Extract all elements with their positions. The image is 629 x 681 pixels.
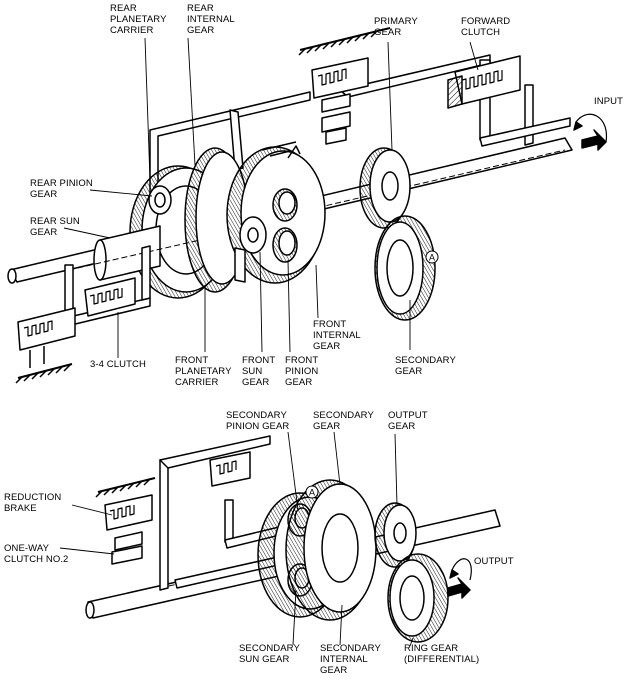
label-secondary-internal-gear: SECONDARY INTERNAL GEAR <box>320 643 381 676</box>
label-secondary-gear-bottom: SECONDARY GEAR <box>313 410 374 432</box>
marker-a-bottom <box>305 485 319 499</box>
marker-a-top-label: A <box>429 253 435 263</box>
label-one-way-clutch-no2: ONE-WAY CLUTCH NO.2 <box>4 543 69 565</box>
label-primary-gear: PRIMARY GEAR <box>374 16 418 38</box>
label-rear-internal-gear: REAR INTERNAL GEAR <box>187 3 235 36</box>
label-secondary-sun-gear: SECONDARY SUN GEAR <box>239 643 300 665</box>
marker-a-bottom-label: A <box>309 488 315 498</box>
label-secondary-pinion-gear: SECONDARY PINION GEAR <box>226 410 290 432</box>
output-arrow <box>447 558 472 599</box>
forward-clutch-pack <box>447 55 521 109</box>
secondary-drum-frame <box>159 435 301 591</box>
top-brake-pack <box>311 57 369 145</box>
bottom-left-brake <box>17 307 76 368</box>
label-rear-planetary-carrier: REAR PLANETARY CARRIER <box>110 3 167 36</box>
label-front-pinion-gear: FRONT PINION GEAR <box>285 355 319 388</box>
secondary-planetary-drawing <box>257 479 377 621</box>
secondary-pinion-clutch <box>209 451 251 487</box>
label-input: INPUT <box>594 96 623 107</box>
front-planetary-drawing <box>226 141 326 284</box>
label-ring-gear-differential: RING GEAR (DIFFERENTIAL) <box>404 643 480 665</box>
output-gear-drawing <box>374 502 417 568</box>
secondary-gear-top-drawing <box>374 215 436 321</box>
leader-lines <box>59 37 479 647</box>
label-secondary-gear-top: SECONDARY GEAR <box>395 355 456 377</box>
reduction-brake-pack <box>104 494 153 565</box>
input-arrow <box>573 113 608 151</box>
label-front-planetary-carrier: FRONT PLANETARY CARRIER <box>175 355 232 388</box>
label-output: OUTPUT <box>474 556 514 567</box>
label-rear-sun-gear: REAR SUN GEAR <box>30 216 80 238</box>
ground-hatch-reduction <box>95 477 156 498</box>
primary-gear-drawing <box>359 147 411 229</box>
ring-gear-drawing <box>387 553 449 643</box>
label-front-internal-gear: FRONT INTERNAL GEAR <box>313 319 361 352</box>
label-3-4-clutch: 3-4 CLUTCH <box>90 359 146 370</box>
label-reduction-brake: REDUCTION BRAKE <box>4 492 62 514</box>
label-forward-clutch: FORWARD CLUTCH <box>461 16 511 38</box>
ground-hatch-top <box>298 27 391 56</box>
label-rear-pinion-gear: REAR PINION GEAR <box>30 178 93 200</box>
label-front-sun-gear: FRONT SUN GEAR <box>242 355 276 388</box>
label-output-gear: OUTPUT GEAR <box>388 410 428 432</box>
marker-a-top <box>425 250 439 264</box>
ground-hatch-bottom-left <box>15 363 73 384</box>
